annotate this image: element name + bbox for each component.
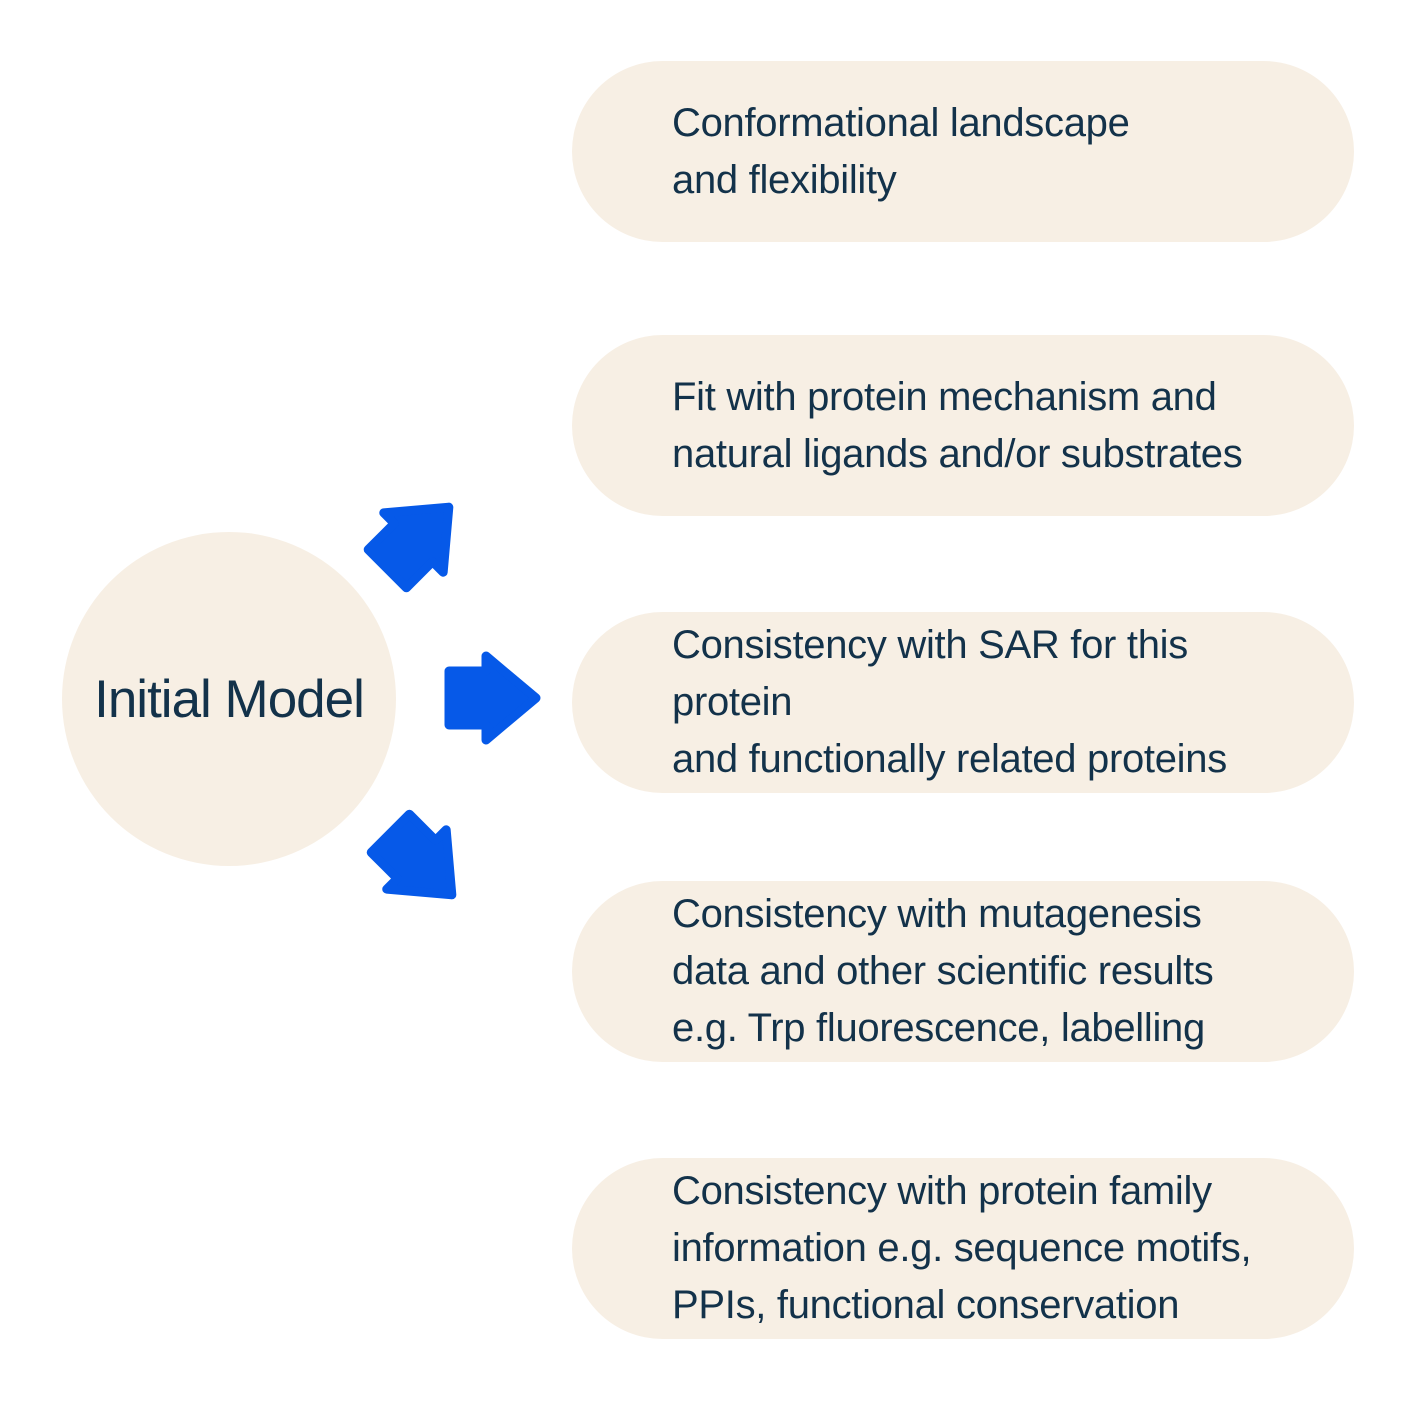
initial-model-node: Initial Model: [62, 532, 396, 866]
box-label: Consistency with SAR for this protein an…: [672, 623, 1227, 781]
arrow-down-right-icon: [351, 794, 490, 933]
initial-model-label: Initial Model: [94, 669, 365, 729]
arrow-right-icon: [441, 650, 541, 746]
box-label: Consistency with mutagenesis data and ot…: [672, 892, 1214, 1050]
box-mutagenesis-consistency: Consistency with mutagenesis data and ot…: [572, 881, 1354, 1062]
arrow-up-right-icon: [348, 470, 487, 609]
box-protein-family-consistency: Consistency with protein family informat…: [572, 1158, 1354, 1339]
box-label: Fit with protein mechanism and natural l…: [672, 374, 1243, 476]
box-label: Conformational landscape and flexibility: [672, 100, 1130, 202]
box-label: Consistency with protein family informat…: [672, 1169, 1252, 1327]
box-conformational-landscape: Conformational landscape and flexibility: [572, 61, 1354, 242]
box-sar-consistency: Consistency with SAR for this protein an…: [572, 612, 1354, 793]
box-protein-mechanism: Fit with protein mechanism and natural l…: [572, 335, 1354, 516]
